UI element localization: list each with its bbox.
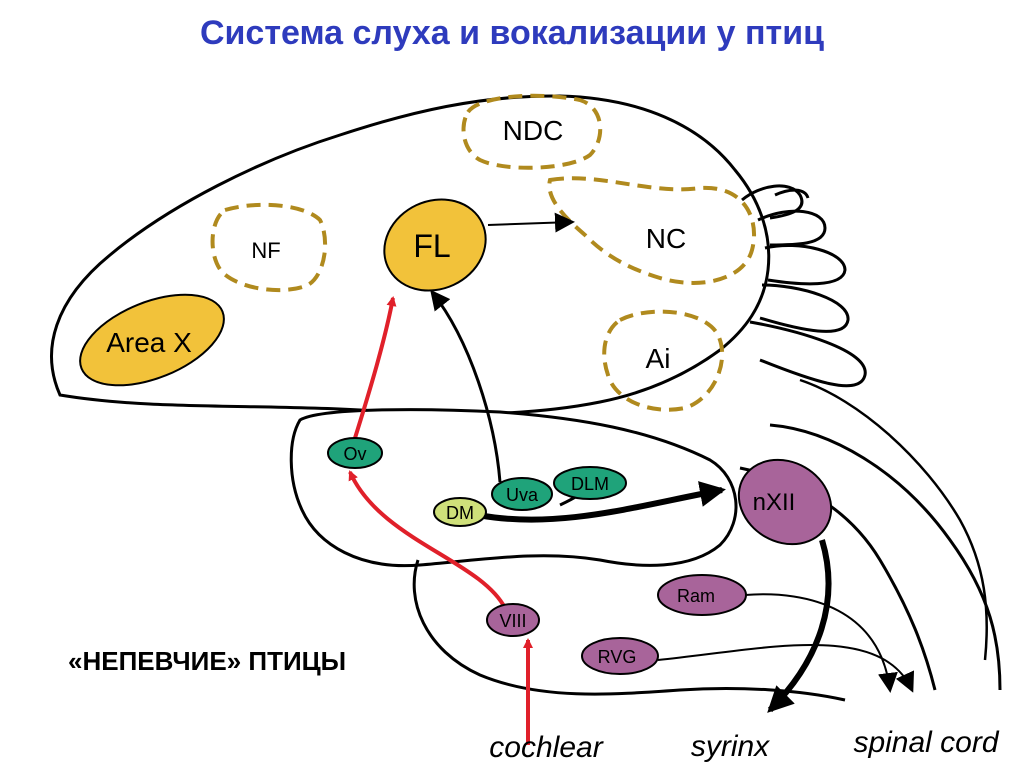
dm-label: DM bbox=[446, 503, 474, 523]
spinal-outline-outer bbox=[769, 423, 1002, 691]
uva-to-fl-path bbox=[430, 289, 502, 483]
uva-nucleus bbox=[491, 477, 553, 511]
ov-to-fl-path bbox=[353, 296, 397, 439]
dm-to-nxii-path bbox=[477, 481, 726, 523]
dashed-regions bbox=[210, 93, 757, 412]
ram-nucleus bbox=[657, 574, 747, 616]
fl-nucleus bbox=[383, 198, 487, 292]
ndc-region bbox=[461, 93, 603, 170]
cochlear-label: cochlear bbox=[489, 731, 603, 764]
rvg-nucleus bbox=[581, 637, 659, 675]
area-x-nucleus bbox=[79, 293, 225, 387]
spinal-outline-mid bbox=[799, 378, 988, 661]
ndc-label: NDC bbox=[503, 115, 564, 146]
viii-to-ov-path bbox=[348, 470, 507, 609]
viii-label: VIII bbox=[499, 611, 526, 631]
nf-region bbox=[210, 202, 328, 293]
dm-nucleus bbox=[433, 497, 487, 527]
ai-label: Ai bbox=[646, 343, 671, 374]
bird-type-label: «НЕПЕВЧИЕ» ПТИЦЫ bbox=[68, 646, 347, 676]
cerebellum bbox=[741, 184, 867, 388]
ram-to-spinal-path bbox=[744, 593, 898, 693]
syrinx-label: syrinx bbox=[691, 730, 770, 763]
nxii-label: nXII bbox=[753, 489, 796, 516]
nxii-to-syrinx-path bbox=[767, 539, 832, 713]
fl-label: FL bbox=[413, 228, 450, 264]
ram-label: Ram bbox=[677, 586, 715, 606]
ai-region bbox=[602, 309, 725, 412]
nf-label: NF bbox=[251, 238, 280, 263]
rvg-label: RVG bbox=[598, 647, 637, 667]
uva-label: Uva bbox=[506, 485, 539, 505]
area-x-label: Area X bbox=[106, 327, 192, 358]
page-title: Система слуха и вокализации у птиц bbox=[199, 14, 825, 52]
dlm-nucleus bbox=[553, 466, 627, 500]
ov-nucleus bbox=[327, 437, 383, 469]
nxii-nucleus bbox=[737, 458, 833, 546]
rvg-to-spinal-path bbox=[657, 644, 914, 693]
medulla-outline bbox=[412, 559, 846, 702]
dlm-label: DLM bbox=[571, 474, 609, 494]
nc-label: NC bbox=[646, 223, 686, 254]
spinal-cord-label: spinal cord bbox=[853, 726, 999, 759]
viii-nucleus bbox=[486, 603, 540, 637]
ov-label: Ov bbox=[343, 444, 366, 464]
nc-region bbox=[547, 176, 757, 285]
fl-to-nc-path bbox=[487, 212, 575, 233]
